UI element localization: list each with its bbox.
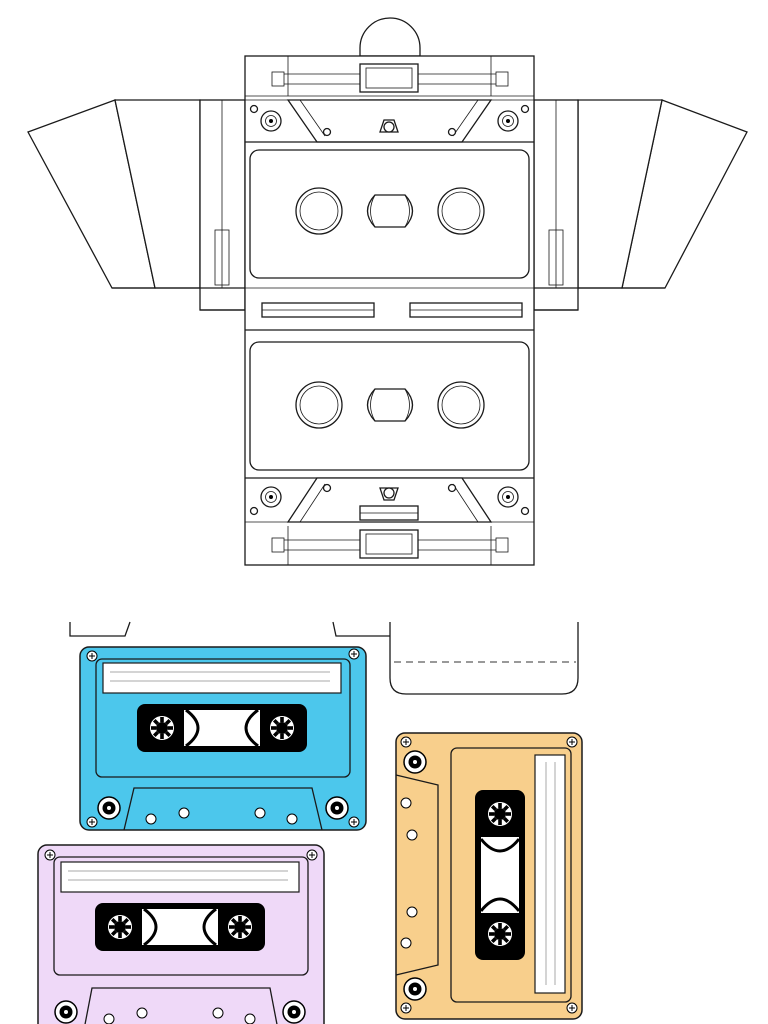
cassette-blue [79, 646, 367, 831]
label-area [534, 754, 566, 994]
right-wing [533, 99, 748, 311]
partial-cutout-pieces [69, 621, 579, 695]
window-face-upper [249, 149, 530, 279]
left-wing [27, 99, 246, 311]
case-template [27, 17, 748, 566]
spine-panel [200, 287, 578, 331]
top-panel [245, 56, 534, 143]
label-area [102, 662, 342, 694]
top-tab [359, 17, 421, 57]
bottom-panel [245, 477, 534, 565]
label-area [60, 861, 300, 893]
window-face-lower [249, 341, 530, 471]
cassette-orange [395, 732, 583, 1020]
cassette-purple [37, 844, 325, 1024]
